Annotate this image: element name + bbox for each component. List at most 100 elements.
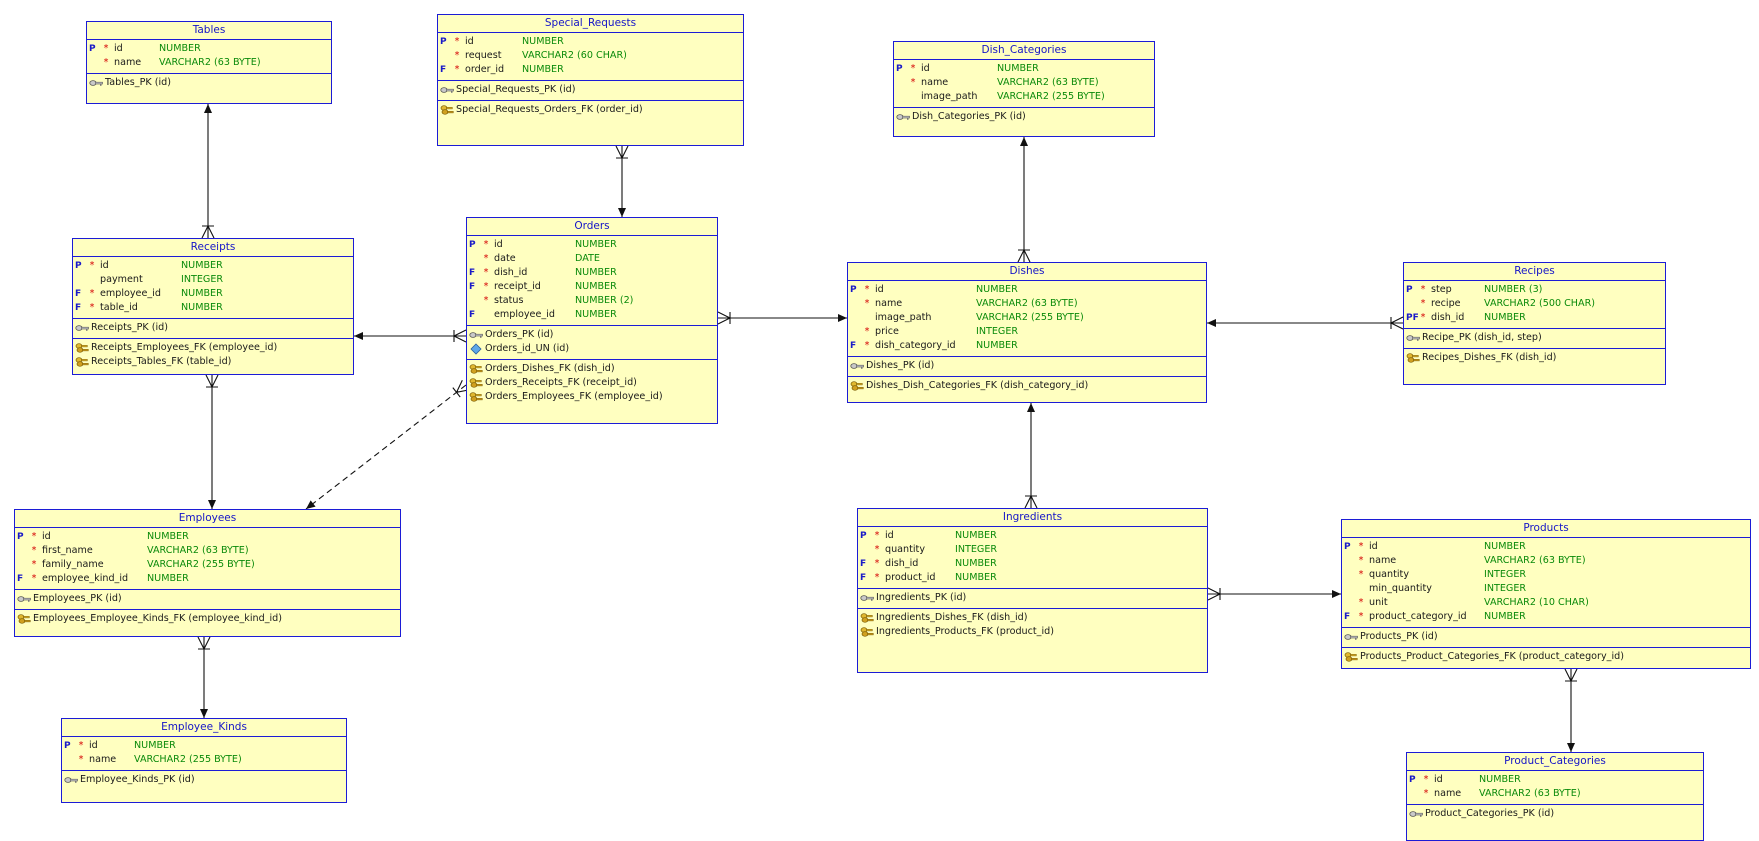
foreign-key-label: Receipts_Employees_FK (employee_id) [91, 342, 278, 353]
key-flag: F [469, 282, 476, 292]
unique-key-row: Orders_id_UN (id) [467, 342, 717, 356]
crows-foot [201, 225, 215, 239]
key-icon [17, 593, 31, 605]
key-icon [860, 592, 874, 604]
foreign-key-row: Receipts_Tables_FK (table_id) [73, 355, 353, 369]
relationship-ingredients-dishes[interactable] [1024, 403, 1038, 509]
required-marker: * [31, 531, 37, 542]
required-marker: * [864, 298, 870, 309]
relationship-receipts-employees[interactable] [205, 374, 219, 509]
relationship-products-product_categories[interactable] [1564, 668, 1578, 752]
key-label: Recipe_PK (dish_id, step) [1422, 332, 1542, 343]
column-name: product_id [885, 572, 936, 583]
column-type: NUMBER [1484, 611, 1526, 622]
required-marker: * [1423, 788, 1429, 799]
required-marker: * [454, 36, 460, 47]
column-type: NUMBER [575, 309, 617, 320]
relationship-orders-dishes[interactable] [717, 311, 847, 325]
column-type: VARCHAR2 (500 CHAR) [1484, 298, 1595, 309]
key-label: Ingredients_PK (id) [876, 592, 967, 603]
relationship-orders-receipts[interactable] [354, 329, 467, 343]
foreign-key-list: Orders_Dishes_FK (dish_id)Orders_Receipt… [467, 360, 717, 406]
key-flag: P [896, 64, 903, 74]
relationship-orders-special_requests[interactable] [615, 145, 629, 217]
key-flag: P [75, 261, 82, 271]
foreign-key-label: Employees_Employee_Kinds_FK (employee_ki… [33, 613, 282, 624]
key-flag: F [440, 65, 447, 75]
crows-foot [1390, 316, 1404, 330]
column-name: dish_id [885, 558, 919, 569]
required-marker: * [78, 740, 84, 751]
required-marker: * [1358, 597, 1364, 608]
foreign-key-list: Products_Product_Categories_FK (product_… [1342, 648, 1750, 666]
required-marker: * [1358, 541, 1364, 552]
column-name: employee_kind_id [42, 573, 129, 584]
column-type: NUMBER [575, 267, 617, 278]
foreign-key-icon [1344, 651, 1358, 663]
arrowhead [618, 208, 626, 217]
foreign-key-list: Ingredients_Dishes_FK (dish_id)Ingredien… [858, 609, 1207, 641]
key-label: Dishes_PK (id) [866, 360, 935, 371]
column-type: VARCHAR2 (255 BYTE) [997, 91, 1105, 102]
arrowhead [1567, 743, 1575, 752]
primary-key-row: Ingredients_PK (id) [858, 591, 1207, 605]
column-type: INTEGER [1484, 583, 1527, 594]
relationship-recipes-dishes[interactable] [1207, 316, 1404, 330]
foreign-key-icon [850, 380, 864, 392]
relationship-orders-employees[interactable] [305, 380, 470, 510]
relationship-employees-employee_kinds[interactable] [197, 636, 211, 718]
arrowhead [306, 500, 316, 509]
relationship-ingredients-products[interactable] [1207, 587, 1341, 601]
column-name: dish_id [1431, 312, 1465, 323]
primary-key-row: Dishes_PK (id) [848, 359, 1206, 373]
column-type: NUMBER (2) [575, 295, 634, 306]
column-type: VARCHAR2 (60 CHAR) [522, 50, 627, 61]
column-name: name [89, 754, 117, 765]
relationship-receipts-tables[interactable] [201, 104, 215, 239]
column-name: id [465, 36, 474, 47]
column-name: request [465, 50, 502, 61]
key-label: Products_PK (id) [1360, 631, 1438, 642]
foreign-key-row: Orders_Dishes_FK (dish_id) [467, 362, 717, 376]
key-flag: P [860, 531, 867, 541]
column-type: VARCHAR2 (63 BYTE) [976, 298, 1078, 309]
foreign-key-label: Products_Product_Categories_FK (product_… [1360, 651, 1624, 662]
foreign-key-row: Recipes_Dishes_FK (dish_id) [1404, 351, 1665, 365]
key-flag [62, 753, 75, 767]
required-marker: * [1358, 555, 1364, 566]
column-name: id [100, 260, 109, 271]
relationship-dishes-dish_categories[interactable] [1017, 137, 1031, 263]
column-type: NUMBER [955, 530, 997, 541]
column-type: VARCHAR2 (63 BYTE) [147, 545, 249, 556]
column-name: step [1431, 284, 1452, 295]
crows-foot [197, 636, 211, 650]
foreign-key-icon [440, 104, 454, 116]
required-marker: * [864, 326, 870, 337]
crows-foot [1024, 495, 1038, 509]
required-marker [907, 90, 919, 104]
crows-foot [453, 329, 467, 343]
column-type: VARCHAR2 (63 BYTE) [159, 57, 261, 68]
